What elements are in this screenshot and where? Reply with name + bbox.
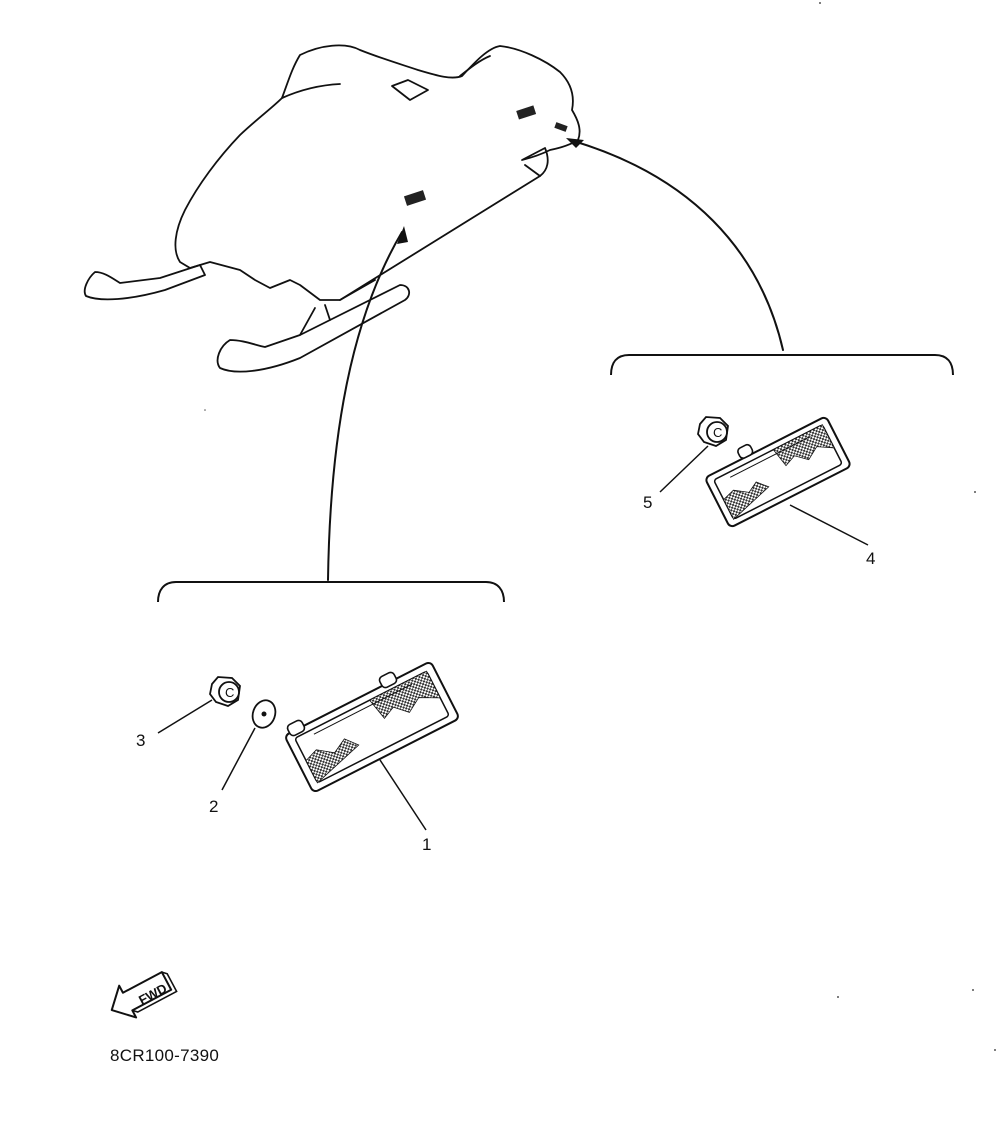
reflector-location-marks bbox=[403, 105, 568, 206]
leader-arrowheads bbox=[397, 138, 584, 244]
nut-5-mark: C bbox=[713, 425, 722, 440]
scan-specks bbox=[204, 2, 996, 1051]
washer-2 bbox=[251, 699, 277, 729]
reflector-1 bbox=[285, 661, 459, 793]
callout-number-1: 1 bbox=[422, 835, 432, 854]
callout-number-4: 4 bbox=[866, 549, 876, 568]
leader-curves bbox=[327, 139, 784, 581]
nut-3 bbox=[209, 676, 241, 707]
fwd-arrow-icon bbox=[110, 971, 178, 1019]
callout-leaders bbox=[157, 445, 869, 831]
nut-5 bbox=[697, 416, 729, 447]
reflector-4-studs bbox=[737, 443, 754, 459]
snowmobile-outline bbox=[83, 44, 581, 373]
nut-3-mark: C bbox=[225, 685, 234, 700]
group-brackets bbox=[157, 354, 954, 603]
reflector-1-studs bbox=[286, 671, 398, 737]
callout-number-3: 3 bbox=[136, 731, 146, 750]
reflector-4 bbox=[705, 416, 851, 528]
diagram-code: 8CR100-7390 bbox=[110, 1046, 220, 1065]
callout-number-5: 5 bbox=[643, 493, 653, 512]
callout-number-2: 2 bbox=[209, 797, 219, 816]
